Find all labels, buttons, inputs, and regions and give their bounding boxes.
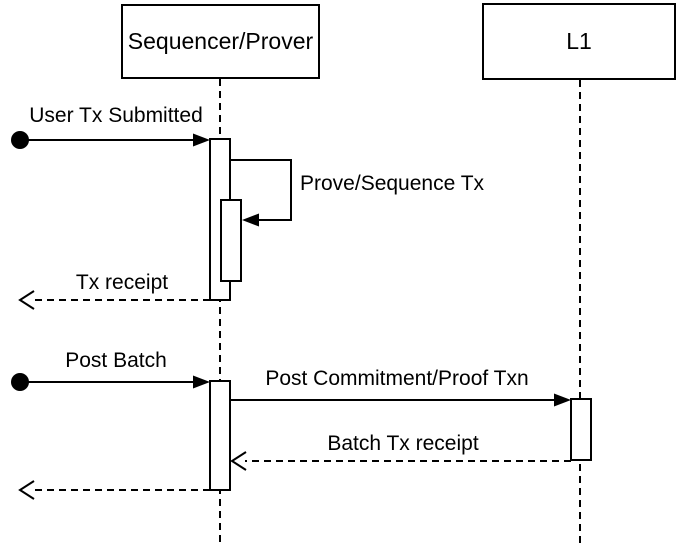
message-line-prove-sequence-self-loop bbox=[230, 159, 292, 221]
activation-bar-l1 bbox=[570, 398, 592, 461]
message-label-tx-receipt: Tx receipt bbox=[75, 271, 169, 294]
arrowhead-post-commitment bbox=[554, 393, 571, 407]
open-arrowhead-batch-tx-receipt bbox=[230, 451, 247, 471]
participant-l1-label: L1 bbox=[566, 28, 592, 54]
open-arrowhead-tx-receipt bbox=[18, 290, 35, 310]
activation-bar-sequencer-2 bbox=[209, 380, 231, 491]
open-arrowhead-final-return bbox=[18, 480, 35, 500]
activation-bar-sequencer-nested bbox=[220, 199, 242, 282]
message-label-post-commitment-proof-txn: Post Commitment/Proof Txn bbox=[265, 367, 529, 390]
arrowhead-post-batch bbox=[193, 375, 210, 389]
message-label-post-batch: Post Batch bbox=[65, 349, 167, 372]
participant-sequencer-prover: Sequencer/Prover bbox=[121, 4, 320, 79]
message-label-user-tx-submitted: User Tx Submitted bbox=[29, 104, 203, 127]
arrowhead-prove-sequence bbox=[242, 213, 259, 227]
message-label-prove-sequence-tx: Prove/Sequence Tx bbox=[300, 172, 485, 195]
participant-l1: L1 bbox=[482, 3, 676, 80]
arrowhead-user-tx bbox=[193, 133, 210, 147]
participant-sequencer-prover-label: Sequencer/Prover bbox=[127, 28, 314, 54]
message-label-batch-tx-receipt: Batch Tx receipt bbox=[327, 432, 479, 455]
